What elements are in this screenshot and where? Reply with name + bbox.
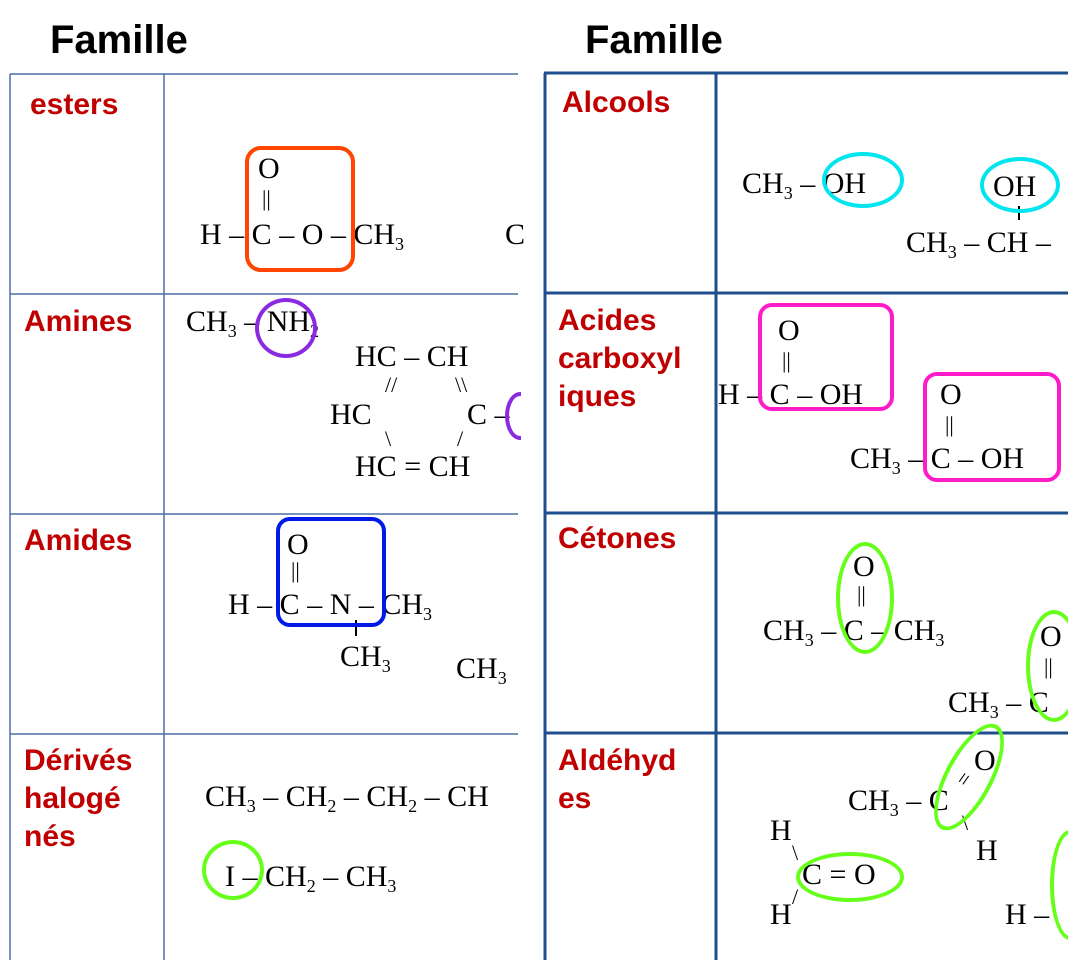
isopropanol-chain: CH3 – CH – [906,226,1051,262]
amide-cut-formula: CH3 [456,652,507,688]
family-esters: esters [30,88,119,121]
ring-top: HC – CH [355,340,469,373]
left-table-grid [9,73,518,960]
amide-group-highlight [276,517,386,627]
family-amines: Amines [24,305,133,338]
double-bond: || [291,558,300,583]
family-amides: Amides [24,524,133,557]
ring-bond-lr: / [457,426,464,451]
right-table-grid [543,71,1068,960]
ring-bottom: HC = CH [355,450,471,483]
acetic-chain: CH3 – C – OH [850,442,1025,478]
halide-chain: CH3 – CH2 – CH2 – CH [205,780,489,816]
ring-left: HC [330,398,372,431]
formaldehyde-bond-top: \ [792,840,799,865]
amide-chain: H – C – N – CH3 [228,588,433,624]
family-alcools: Alcools [562,86,671,119]
acetaldehyde-h: H [976,834,998,867]
isopropanol-bond [1018,206,1020,220]
formic-o: O [778,314,800,347]
ring-right: C – [467,398,510,431]
formaldehyde-h-top: H [770,814,792,847]
acetaldehyde-o: O [974,744,996,777]
acetaldehyde-chain: CH3 – C [848,784,949,820]
acetic-o: O [940,378,962,411]
famille-header-left: Famille [50,18,188,62]
ester-group-highlight [245,146,355,272]
ester-cut-formula: C [505,218,526,251]
formaldehyde-h-bottom: H [770,898,792,931]
alcohol-group-highlight-2 [980,157,1060,213]
atom-o: O [258,152,280,185]
formaldehyde-bond-bottom: / [792,884,799,909]
aldehyde-group-highlight-2 [796,852,904,902]
acetaldehyde-h-bond: \ [962,810,969,835]
aldehyde3-cut: H – [1005,898,1050,931]
amide-n-methyl: CH3 [340,640,391,676]
famille-header-right: Famille [585,18,723,62]
halide-group-highlight [202,840,264,900]
family-derives-halogenes: Dérivés halogé nés [24,744,133,853]
ring-dbl-right: \\ [455,372,468,397]
acid-group-highlight [758,303,894,411]
formic-double-bond: || [782,348,791,373]
alcohol-group-highlight [822,152,904,208]
double-bond: || [262,186,271,211]
acid-group-highlight-2 [923,372,1061,482]
family-acides-carboxyliques: Acides carboxyl iques [558,304,682,413]
ester-chain: H – C – O – CH3 [200,218,405,254]
ketone-group-highlight-2 [1026,610,1068,722]
acetic-double-bond: || [945,412,954,437]
amine-group-highlight [255,298,317,358]
amide-n-bond [355,620,357,636]
ring-dbl-left: // [385,372,398,397]
atom-o: O [287,528,309,561]
family-aldehydes: Aldéhyd es [558,744,677,815]
ring-bond-ll: \ [385,426,392,451]
family-cetones: Cétones [558,522,677,555]
ketone-group-highlight [836,542,894,654]
